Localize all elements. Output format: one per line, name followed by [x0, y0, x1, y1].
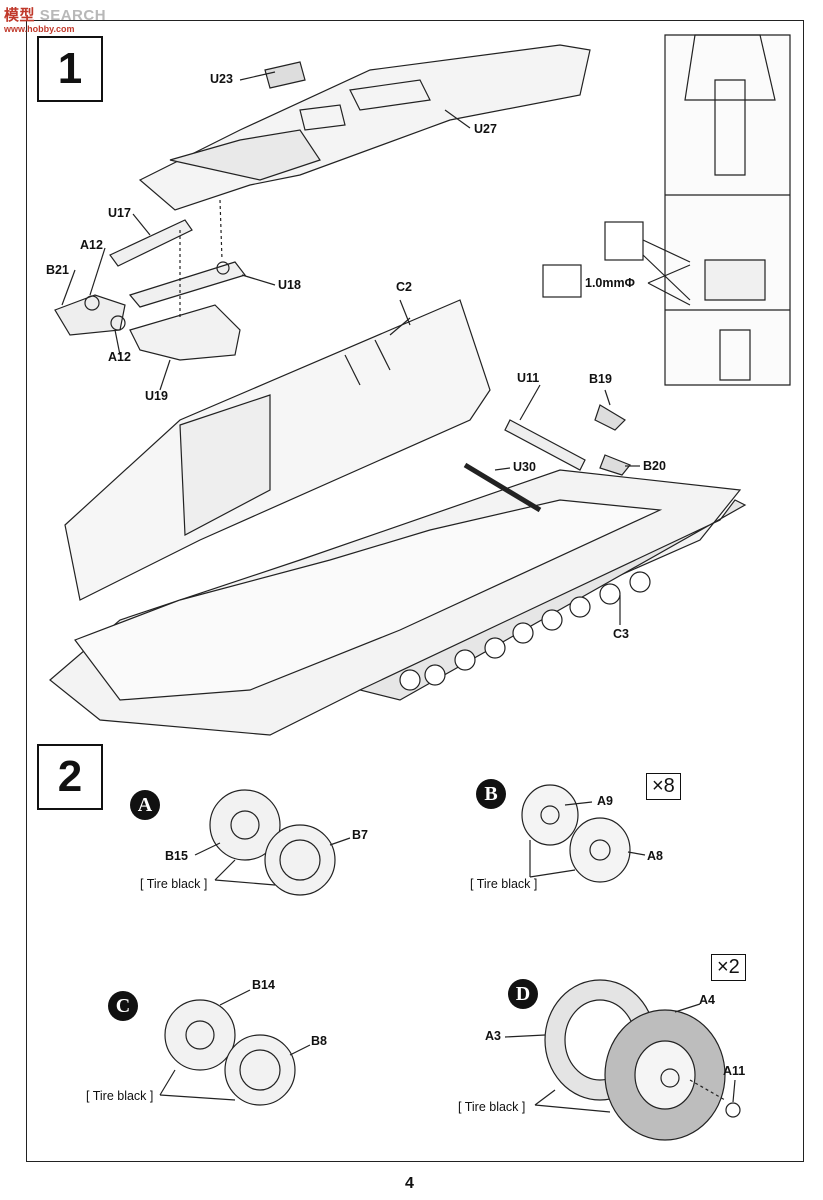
part-label-b7: B7: [352, 828, 368, 842]
part-label-b20: B20: [643, 459, 666, 473]
part-label-a8: A8: [647, 849, 663, 863]
step-2-number: 2: [37, 744, 103, 810]
paint-note-d: [ Tire black ]: [458, 1100, 526, 1114]
quantity-badge-b: ×8: [646, 773, 681, 800]
part-label-u19: U19: [145, 389, 168, 403]
subassembly-a-marker: A: [130, 790, 160, 820]
instruction-frame: [26, 20, 804, 1162]
part-label-u11: U11: [517, 371, 540, 385]
part-label-a11: A11: [723, 1064, 746, 1078]
page-number: 4: [405, 1175, 414, 1192]
subassembly-d-marker: D: [508, 979, 538, 1009]
part-label-c3: C3: [613, 627, 629, 641]
part-label-u17: U17: [108, 206, 131, 220]
part-label-b8: B8: [311, 1034, 327, 1048]
paint-note-b: [ Tire black ]: [470, 877, 538, 891]
part-label-b21: B21: [46, 263, 69, 277]
part-label-b15: B15: [165, 849, 188, 863]
paint-note-a: [ Tire black ]: [140, 877, 208, 891]
part-label-b14: B14: [252, 978, 275, 992]
part-label-a4: A4: [699, 993, 715, 1007]
part-label-u23: U23: [210, 72, 233, 86]
part-label-a12-bottom: A12: [108, 350, 131, 364]
subassembly-b-marker: B: [476, 779, 506, 809]
step-1-number: 1: [37, 36, 103, 102]
watermark-logo: 模型 SEARCH: [4, 7, 107, 24]
part-label-a9: A9: [597, 794, 613, 808]
subassembly-c-marker: C: [108, 991, 138, 1021]
part-label-a3: A3: [485, 1029, 501, 1043]
paint-note-c: [ Tire black ]: [86, 1089, 154, 1103]
part-label-u18: U18: [278, 278, 301, 292]
drill-size-label: 1.0mmΦ: [585, 276, 635, 290]
part-label-b19: B19: [589, 372, 612, 386]
part-label-u27: U27: [474, 122, 497, 136]
part-label-u30: U30: [513, 460, 536, 474]
part-label-c2: C2: [396, 280, 412, 294]
quantity-badge-d: ×2: [711, 954, 746, 981]
part-label-a12-top: A12: [80, 238, 103, 252]
watermark-url: www.hobby.com: [4, 24, 75, 34]
